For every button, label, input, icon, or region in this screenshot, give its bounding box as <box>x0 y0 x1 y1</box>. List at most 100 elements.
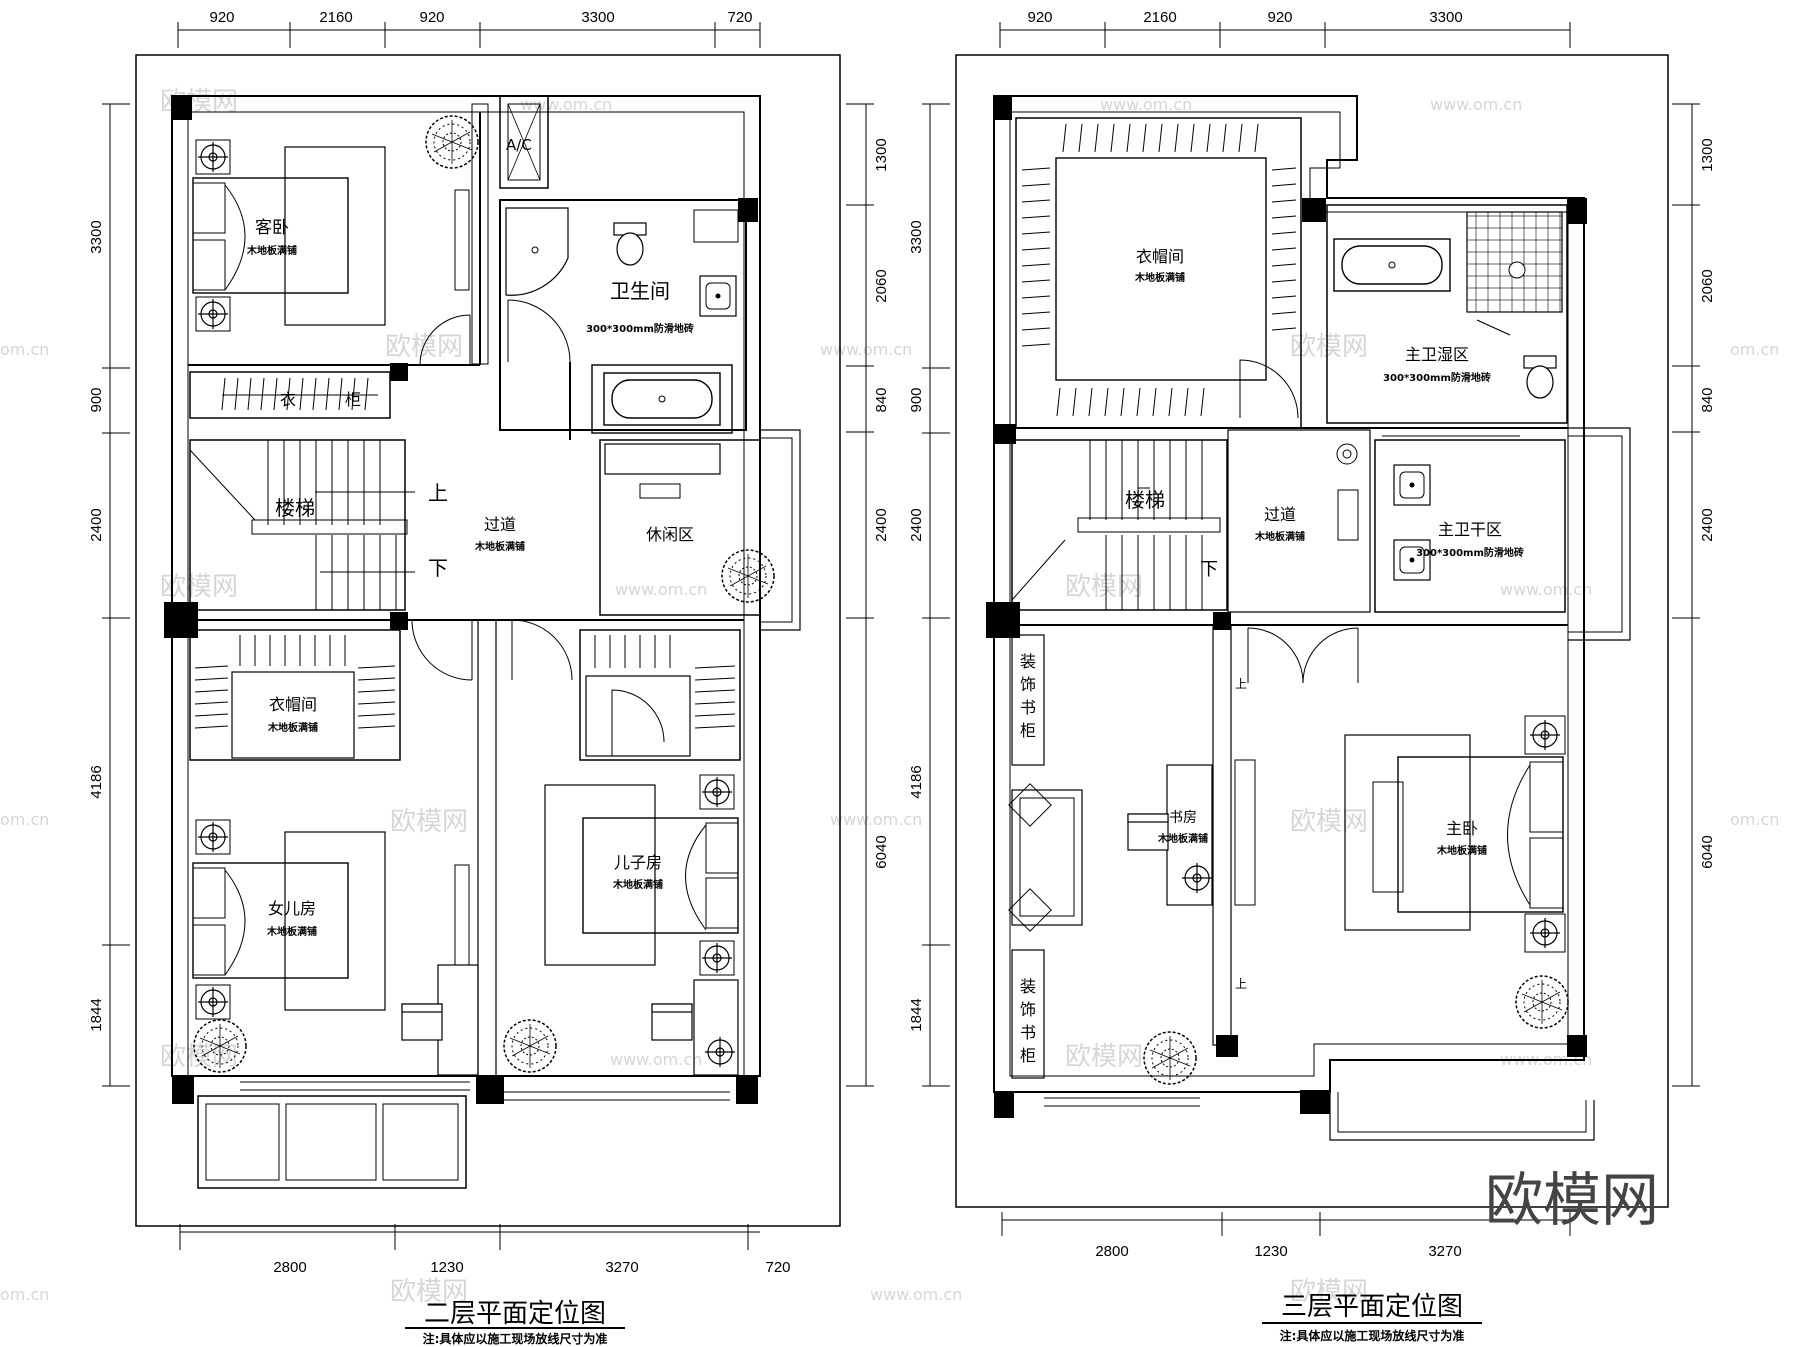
floor3-stair-treads <box>1011 440 1221 610</box>
room-name-corridor: 过道 <box>1264 505 1296 524</box>
watermark-brand: 欧模网 <box>160 1042 238 1072</box>
watermark-brand: 欧模网 <box>160 572 238 602</box>
dim-label: 840 <box>1699 387 1716 412</box>
cabinet-label-char: 柜 <box>1020 721 1036 740</box>
floor3-outer-wall <box>993 95 1585 1093</box>
floor3-labels: 衣帽间 木地板满铺 主卫湿区 300*300mm防滑地砖 楼梯 下 过道 木地板… <box>1020 247 1524 1065</box>
lamp-icon <box>704 1036 736 1068</box>
floor2-note: 注:具体应以施工现场放线尺寸为准 <box>423 1331 608 1346</box>
dim-label: 6040 <box>873 835 890 868</box>
stair-treads <box>189 440 415 610</box>
dim-label: 920 <box>1267 9 1292 26</box>
son-bed-rug <box>544 784 656 966</box>
room-floor-wardrobe: 木地板满铺 <box>267 721 318 734</box>
room-floor-wardrobe: 木地板满铺 <box>1134 271 1185 284</box>
watermark-brand: 欧模网 <box>1290 332 1368 362</box>
cabinet-label-char: 柜 <box>1020 1046 1036 1065</box>
room-name-wardrobe: 衣帽间 <box>269 695 317 714</box>
shower-enclosure <box>505 207 569 296</box>
daughter-bed-rug <box>284 831 386 1011</box>
chair-icon <box>401 1003 443 1041</box>
master-bath-wet <box>1326 204 1568 424</box>
floor3-note: 注:具体应以施工现场放线尺寸为准 <box>1280 1328 1465 1343</box>
lamp-icon <box>1529 719 1561 751</box>
watermark-url: www.om.cn <box>1500 580 1592 599</box>
cabinet-label-char: 装 <box>1020 652 1036 671</box>
room-name-guest: 客卧 <box>255 218 289 238</box>
closet-strip <box>189 371 391 419</box>
step-up-label: 上 <box>1235 977 1247 991</box>
dim-label: 1300 <box>1699 138 1716 171</box>
lamp-icon <box>197 986 229 1018</box>
ac-unit <box>499 95 549 189</box>
floor2-dimensions <box>102 22 874 1250</box>
dim-label: 2800 <box>1095 1243 1128 1260</box>
dim-label: 4186 <box>88 765 105 798</box>
decor-bookcase-bottom <box>1011 949 1045 1079</box>
dim-label: 3300 <box>1429 9 1462 26</box>
stairs-label: 楼梯 <box>1125 488 1165 512</box>
floor3-plan <box>955 54 1669 1208</box>
watermark-url-short: om.cn <box>0 340 49 359</box>
son-wardrobe <box>579 629 741 761</box>
room-name-wardrobe: 衣帽间 <box>1136 247 1184 266</box>
room-floor-bathroom: 300*300mm防滑地砖 <box>586 322 694 335</box>
room-name-bathroom: 卫生间 <box>610 279 670 303</box>
floor3-dimensions <box>922 22 1700 1236</box>
room-name-lounge: 休闲区 <box>646 525 694 544</box>
cabinet-label-char: 装 <box>1020 977 1036 996</box>
dim-label: 2400 <box>1699 508 1716 541</box>
cabinet-label-char: 书 <box>1020 698 1036 717</box>
stairs-up-label: 上 <box>428 481 448 505</box>
desk <box>693 979 739 1076</box>
son-wardrobe-hangers <box>594 635 736 729</box>
stairs-down-label: 下 <box>1200 559 1218 580</box>
room-name-son: 儿子房 <box>614 853 662 872</box>
floor3-wardrobe-hangers <box>1021 123 1297 417</box>
room-floor-master: 木地板满铺 <box>1436 844 1487 857</box>
room-name-wet-area: 主卫湿区 <box>1405 345 1469 364</box>
lamp-icon <box>1529 917 1561 949</box>
guest-bed-rug <box>284 146 386 326</box>
sink-icon <box>1393 539 1431 581</box>
decor-bookcase-top <box>1011 634 1045 766</box>
watermark-brand: 欧模网 <box>1290 807 1368 837</box>
dim-label: 920 <box>419 9 444 26</box>
nightstand <box>195 139 231 175</box>
lamp-icon <box>197 141 229 173</box>
closet-label: 柜 <box>345 390 361 409</box>
watermark-brand: 欧模网 <box>1290 1277 1368 1307</box>
closet-label: 衣 <box>280 390 296 409</box>
wardrobe-hangers <box>194 635 396 729</box>
dim-label: 3300 <box>581 9 614 26</box>
dim-label: 3300 <box>908 220 925 253</box>
dim-label: 720 <box>765 1259 790 1276</box>
floor2-inner-wall <box>187 111 745 1077</box>
dim-label: 1844 <box>88 998 105 1031</box>
dim-label: 2400 <box>908 508 925 541</box>
dim-label: 840 <box>873 387 890 412</box>
sink-icon <box>699 275 737 317</box>
toilet-icon <box>1523 355 1557 399</box>
bay-window <box>760 429 801 631</box>
watermark-url: www.om.cn <box>1100 95 1192 114</box>
floor2-caption: 二层平面定位图 注:具体应以施工现场放线尺寸为准 <box>405 1299 625 1346</box>
room-floor-study: 木地板满铺 <box>1157 832 1208 845</box>
bathtub-icon <box>1333 238 1451 292</box>
dim-label: 900 <box>88 387 105 412</box>
floor3-corridor <box>1227 429 1371 613</box>
watermark-url: www.om.cn <box>610 1050 702 1069</box>
ac-unit-inner <box>507 103 541 181</box>
floor2-title: 二层平面定位图 <box>424 1299 606 1329</box>
dim-label: 2800 <box>273 1259 306 1276</box>
nightstand <box>195 296 231 332</box>
study-partition <box>1212 624 1232 1046</box>
room-floor-corridor: 木地板满铺 <box>474 540 525 553</box>
guest-bed <box>192 177 349 294</box>
lamp-icon <box>197 821 229 853</box>
watermark-brand: 欧模网 <box>390 807 468 837</box>
dim-label: 3300 <box>88 220 105 253</box>
plant-icon <box>1143 1031 1197 1085</box>
dim-label: 3270 <box>1428 1243 1461 1260</box>
